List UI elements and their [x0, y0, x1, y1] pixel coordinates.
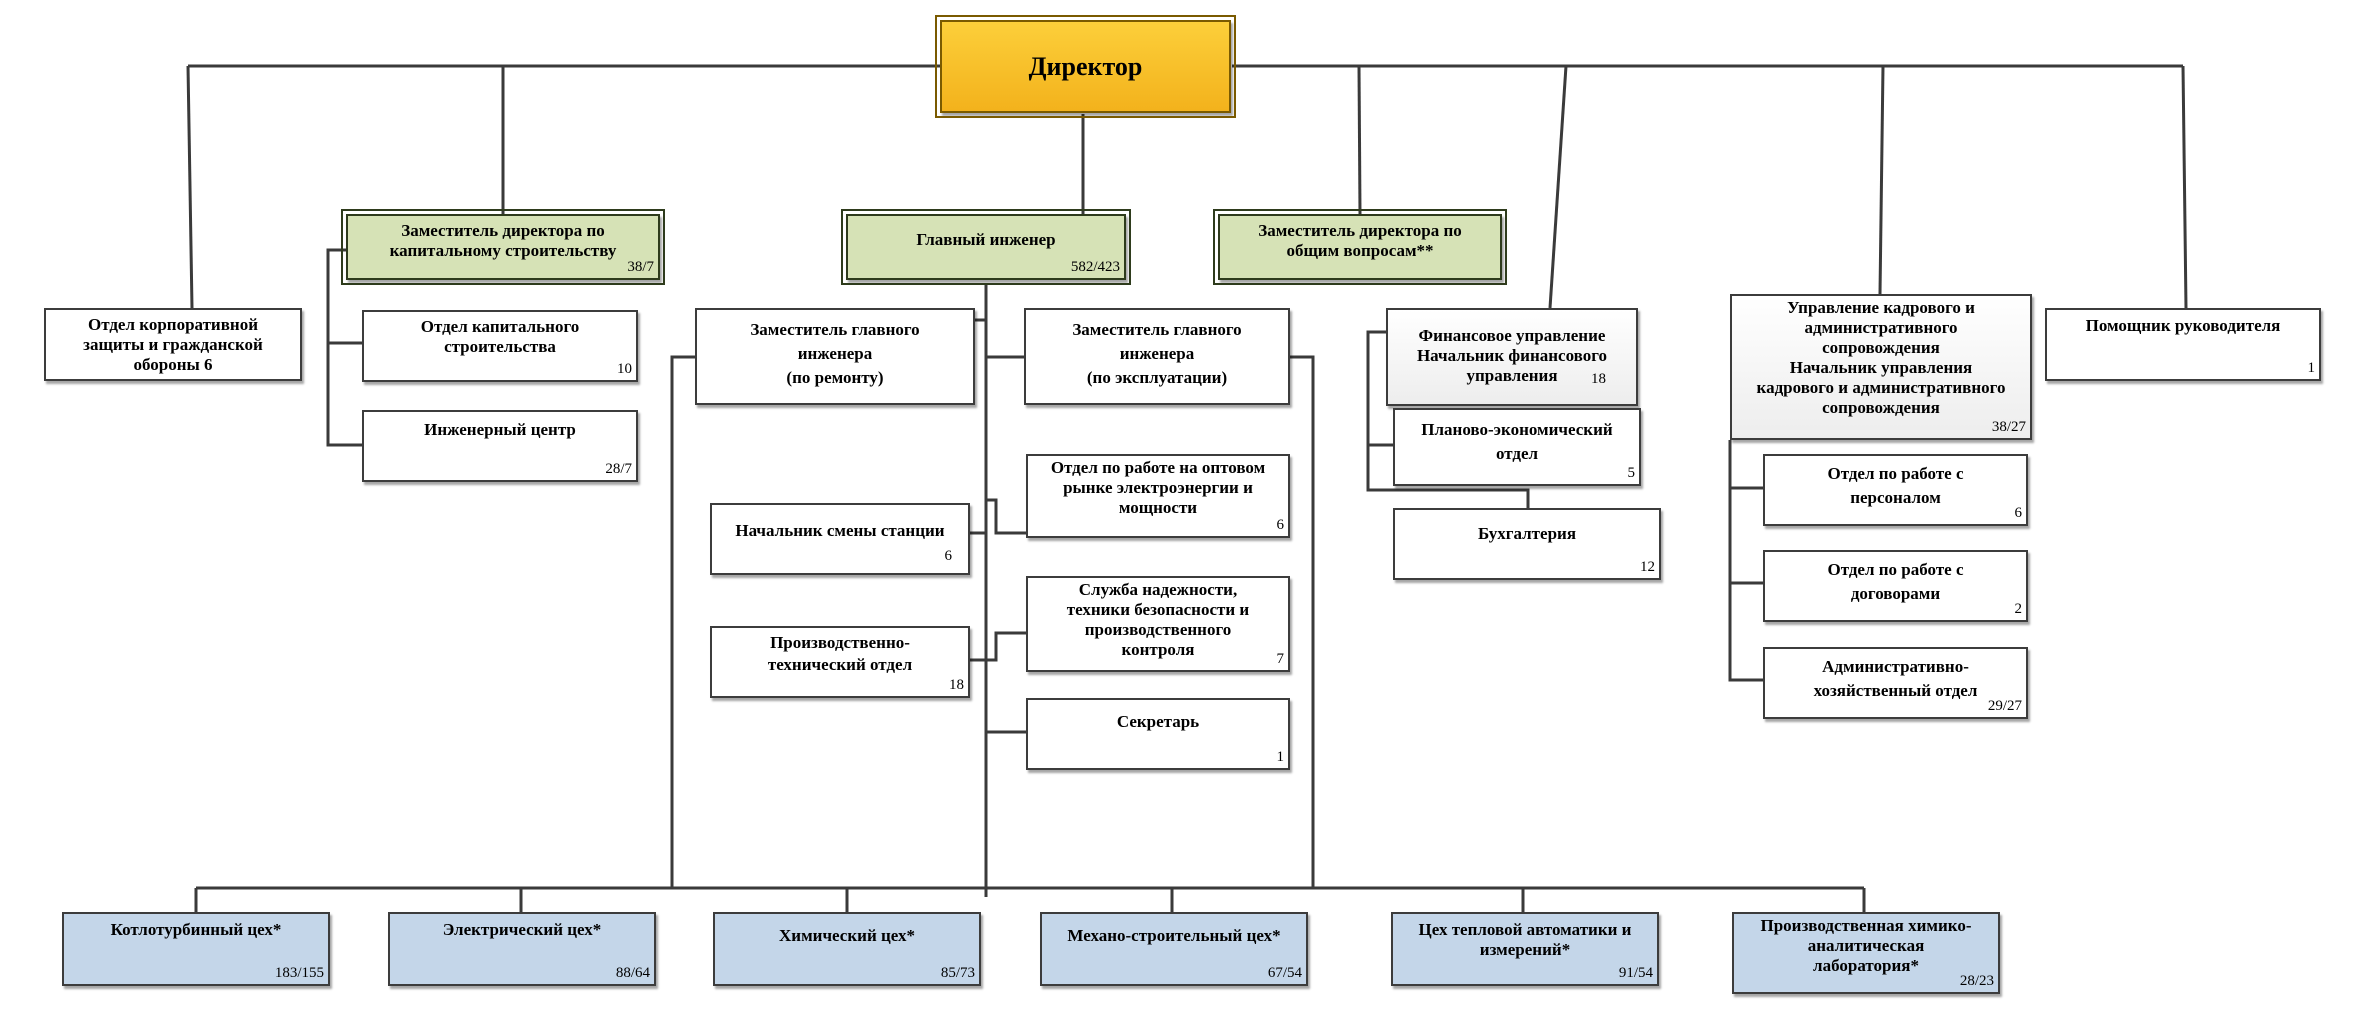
- admin-household-box: Административно- хозяйственный отдел 29/…: [1763, 647, 2028, 719]
- director-label: Директор: [1028, 51, 1143, 81]
- capital-construction-count: 10: [617, 361, 632, 377]
- shop-label: Цех тепловой автоматики и измерений*: [1418, 920, 1632, 959]
- shop-count: 85/73: [940, 965, 975, 981]
- hr-admin-count: 38/27: [1991, 419, 2026, 435]
- shop-chemical-analytical-lab: Производственная химико- аналитическая л…: [1732, 912, 2000, 994]
- deputy-ce-operation-box: Заместитель главного инженера (по эксплу…: [1024, 308, 1290, 405]
- deputy-construction-label: Заместитель директора по капитальному ст…: [389, 221, 617, 260]
- chief-engineer-label: Главный инженер: [916, 230, 1056, 249]
- civil-defense-box: Отдел корпоративной защиты и гражданской…: [44, 308, 302, 381]
- shop-mechanical-construction: Механо-строительный цех* 67/54: [1040, 912, 1308, 986]
- manager-assistant-count: 1: [2307, 360, 2316, 376]
- deputy-ce-repair-label: Заместитель главного инженера (по ремонт…: [750, 320, 920, 387]
- personnel-label: Отдел по работе с персоналом: [1827, 464, 1964, 507]
- admin-household-count: 29/27: [1987, 698, 2022, 714]
- shop-count: 88/64: [615, 965, 650, 981]
- production-technical-count: 18: [949, 677, 964, 693]
- planning-economic-label: Планово-экономический отдел: [1421, 420, 1613, 463]
- engineering-center-box: Инженерный центр 28/7: [362, 410, 638, 482]
- reliability-safety-count: 7: [1276, 651, 1285, 667]
- hr-admin-box: Управление кадрового и административного…: [1730, 294, 2032, 440]
- shop-boiler-turbine: Котлотурбинный цех* 183/155: [62, 912, 330, 986]
- personnel-box: Отдел по работе с персоналом 6: [1763, 454, 2028, 526]
- wholesale-market-box: Отдел по работе на оптовом рынке электро…: [1026, 454, 1290, 538]
- shop-thermal-automation: Цех тепловой автоматики и измерений* 91/…: [1391, 912, 1659, 986]
- shop-count: 183/155: [274, 965, 324, 981]
- deputy-ce-repair-box: Заместитель главного инженера (по ремонт…: [695, 308, 975, 405]
- shop-label: Химический цех*: [779, 926, 915, 945]
- wholesale-market-count: 6: [1276, 517, 1285, 533]
- engineering-center-label: Инженерный центр: [424, 420, 576, 439]
- admin-household-label: Административно- хозяйственный отдел: [1813, 657, 1978, 700]
- accounting-label: Бухгалтерия: [1477, 524, 1577, 543]
- shop-chemical: Химический цех* 85/73: [713, 912, 981, 986]
- shift-head-label: Начальник смены станции: [735, 521, 945, 540]
- contracts-label: Отдел по работе с договорами: [1827, 560, 1964, 603]
- reliability-safety-box: Служба надежности, техники безопасности …: [1026, 576, 1290, 672]
- shift-head-box: Начальник смены станции 6: [710, 503, 970, 575]
- accounting-box: Бухгалтерия 12: [1393, 508, 1661, 580]
- manager-assistant-box: Помощник руководителя 1: [2045, 308, 2321, 381]
- manager-assistant-label: Помощник руководителя: [2085, 316, 2281, 335]
- planning-economic-count: 5: [1627, 465, 1636, 481]
- production-technical-label: Производственно- технический отдел: [767, 633, 913, 674]
- reliability-safety-label: Служба надежности, техники безопасности …: [1066, 580, 1250, 659]
- wholesale-market-label: Отдел по работе на оптовом рынке электро…: [1050, 458, 1266, 517]
- personnel-count: 6: [2014, 505, 2023, 521]
- deputy-construction-box: Заместитель директора по капитальному ст…: [341, 209, 665, 285]
- shift-head-count: 6: [944, 548, 953, 564]
- accounting-count: 12: [1640, 559, 1655, 575]
- shop-label: Механо-строительный цех*: [1067, 926, 1281, 945]
- deputy-general-label: Заместитель директора по общим вопросам*…: [1258, 221, 1462, 260]
- planning-economic-box: Планово-экономический отдел 5: [1393, 408, 1641, 486]
- shop-label: Котлотурбинный цех*: [110, 920, 282, 939]
- shop-label: Электрический цех*: [442, 920, 602, 939]
- capital-construction-label: Отдел капитального строительства: [420, 317, 580, 356]
- secretary-label: Секретарь: [1116, 712, 1200, 731]
- hr-admin-label: Управление кадрового и административного…: [1756, 298, 2006, 417]
- contracts-count: 2: [2014, 601, 2023, 617]
- capital-construction-box: Отдел капитального строительства 10: [362, 310, 638, 382]
- chief-engineer-box: Главный инженер 582/423: [841, 209, 1131, 285]
- finance-dept-label: Финансовое управление Начальник финансов…: [1416, 326, 1608, 385]
- finance-dept-count: 18: [1591, 371, 1606, 387]
- chief-engineer-count: 582/423: [1070, 259, 1120, 275]
- production-technical-box: Производственно- технический отдел 18: [710, 626, 970, 698]
- contracts-box: Отдел по работе с договорами 2: [1763, 550, 2028, 622]
- engineering-center-count: 28/7: [605, 461, 632, 477]
- shop-count: 67/54: [1267, 965, 1302, 981]
- secretary-count: 1: [1276, 749, 1285, 765]
- secretary-box: Секретарь 1: [1026, 698, 1290, 770]
- deputy-ce-operation-label: Заместитель главного инженера (по эксплу…: [1072, 320, 1242, 387]
- shop-count: 28/23: [1959, 973, 1994, 989]
- finance-dept-box: Финансовое управление Начальник финансов…: [1386, 308, 1638, 406]
- shop-label: Производственная химико- аналитическая л…: [1760, 916, 1972, 975]
- shop-electrical: Электрический цех* 88/64: [388, 912, 656, 986]
- director-box: Директор: [935, 15, 1236, 118]
- civil-defense-label: Отдел корпоративной защиты и гражданской…: [83, 315, 263, 374]
- deputy-general-box: Заместитель директора по общим вопросам*…: [1213, 209, 1507, 285]
- shop-count: 91/54: [1618, 965, 1653, 981]
- deputy-construction-count: 38/7: [627, 259, 654, 275]
